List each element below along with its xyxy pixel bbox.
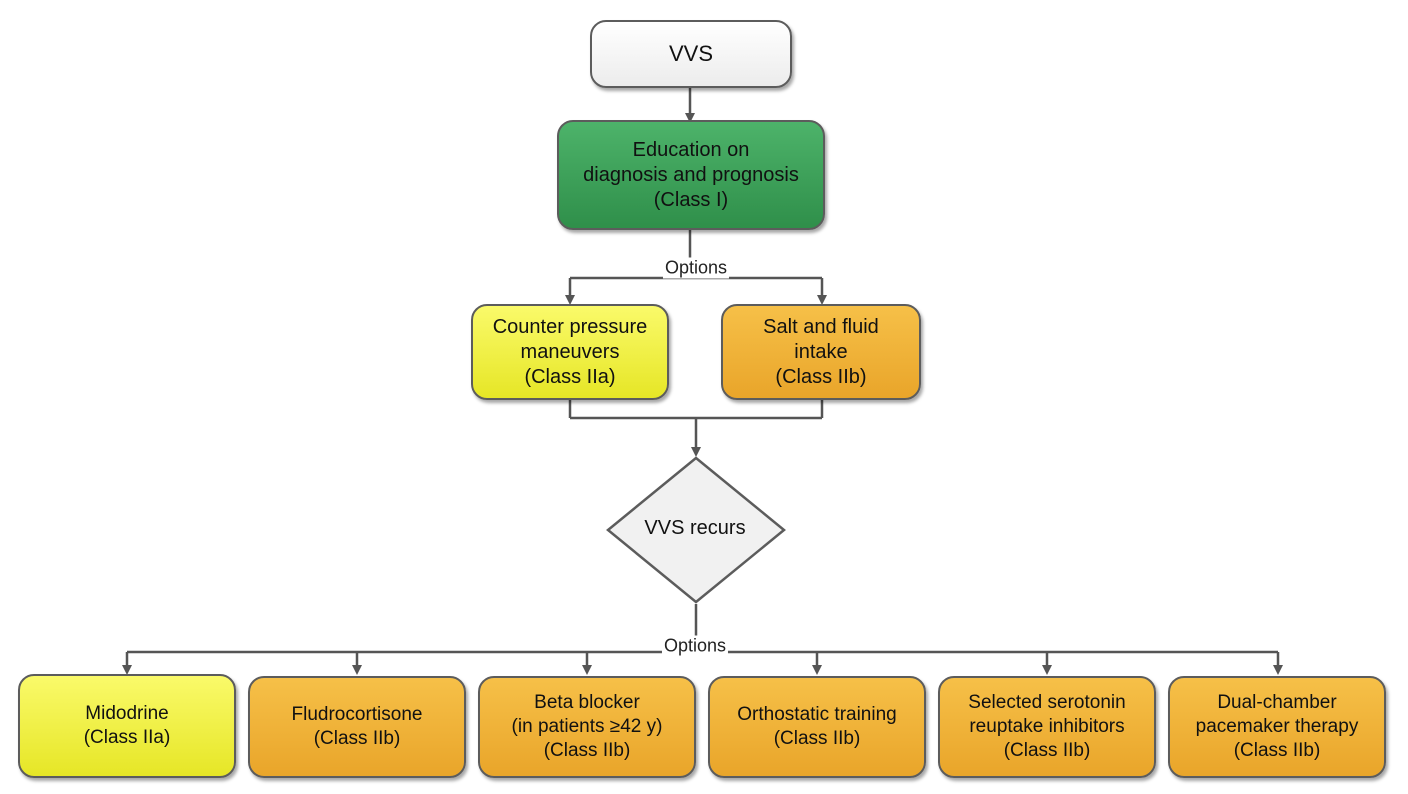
pacemaker-label: Dual-chamber pacemaker therapy (Class II… [1195, 692, 1359, 761]
ssri-label: Selected serotonin reuptake inhibitors (… [968, 692, 1126, 761]
education-label: Education on diagnosis and prognosis (Cl… [583, 138, 799, 211]
orthostatic-training-label: Orthostatic training (Class IIb) [737, 704, 897, 749]
ssri-node: Selected serotonin reuptake inhibitors (… [938, 676, 1156, 778]
orthostatic-training-node: Orthostatic training (Class IIb) [708, 676, 926, 778]
options-label-top: Options [662, 257, 730, 279]
education-node: Education on diagnosis and prognosis (Cl… [557, 120, 825, 230]
options-label-bottom: Options [661, 635, 729, 657]
midodrine-label: Midodrine (Class IIa) [83, 703, 171, 748]
decision-diamond [606, 456, 786, 604]
vvs-start-label: VVS [668, 41, 714, 67]
midodrine-node: Midodrine (Class IIa) [18, 674, 236, 778]
fludrocortisone-label: Fludrocortisone (Class IIb) [291, 704, 423, 749]
salt-fluid-label: Salt and fluid intake (Class IIb) [763, 315, 879, 388]
counter-pressure-node: Counter pressure maneuvers (Class IIa) [471, 304, 669, 400]
vvs-start-node: VVS [590, 20, 792, 88]
pacemaker-node: Dual-chamber pacemaker therapy (Class II… [1168, 676, 1386, 778]
fludrocortisone-node: Fludrocortisone (Class IIb) [248, 676, 466, 778]
salt-fluid-node: Salt and fluid intake (Class IIb) [721, 304, 921, 400]
beta-blocker-node: Beta blocker (in patients ≥42 y) (Class … [478, 676, 696, 778]
decision-text: VVS recurs [644, 516, 746, 539]
decision-label: VVS recurs [600, 500, 790, 556]
counter-pressure-label: Counter pressure maneuvers (Class IIa) [492, 315, 648, 388]
beta-blocker-label: Beta blocker (in patients ≥42 y) (Class … [511, 692, 663, 761]
